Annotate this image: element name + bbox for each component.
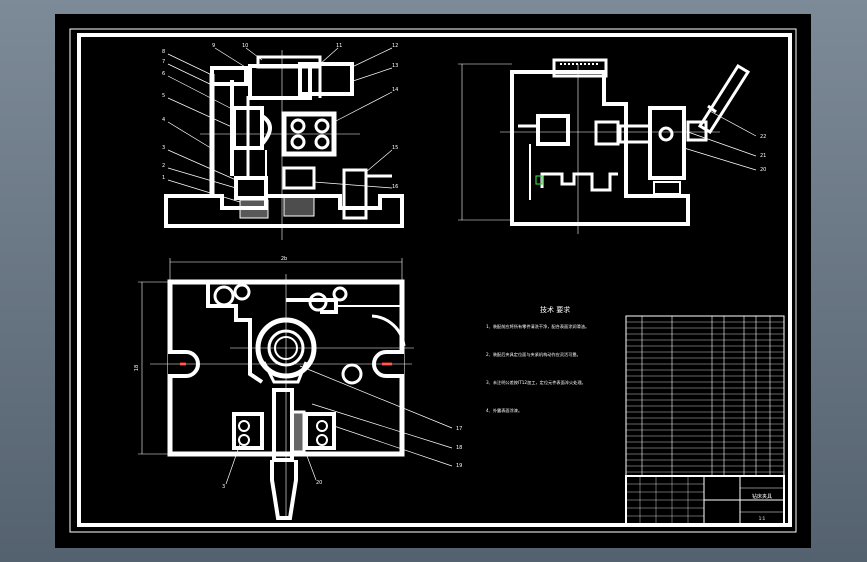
- part-balloon-label: 7: [162, 59, 165, 65]
- title-block: [625, 475, 785, 525]
- part-balloon-label: 1: [162, 175, 165, 181]
- technical-note-line: 4、外露表面涂漆。: [486, 407, 522, 414]
- part-balloon-label: 13: [392, 63, 398, 69]
- part-balloon-label: 20: [316, 480, 322, 486]
- part-balloon-label: 3: [162, 145, 165, 151]
- plan-view-balloons: 17 18 19 3 20: [222, 426, 462, 490]
- inner-frame-border: [77, 33, 792, 527]
- part-balloon-label: 16: [392, 184, 398, 190]
- part-balloon-label: 15: [392, 145, 398, 151]
- part-balloon-label: 11: [336, 43, 342, 49]
- part-balloon-label: 5: [162, 93, 165, 99]
- selection-marker: [535, 175, 543, 185]
- front-view: [164, 47, 404, 240]
- part-balloon-label: 21: [760, 153, 766, 159]
- plan-view: [138, 258, 453, 520]
- side-view: [458, 58, 757, 234]
- part-balloon-label: 10: [242, 43, 248, 49]
- technical-note-line: 1、装配前应将所有零件清洗干净，配合表面涂润滑油。: [486, 323, 589, 330]
- part-balloon-label: 17: [456, 426, 462, 432]
- plan-height-dimension: 18: [134, 365, 140, 371]
- part-balloon-label: 14: [392, 87, 398, 93]
- notes-title: 技术 要求: [540, 305, 570, 314]
- title-block-name: 钻床夹具: [752, 493, 772, 500]
- part-balloon-label: 19: [456, 463, 462, 469]
- part-balloon-label: 8: [162, 49, 165, 55]
- technical-note-line: 2、装配后夹具定位面与夹紧机构动作应灵活可靠。: [486, 351, 581, 358]
- part-balloon-label: 6: [162, 71, 165, 77]
- front-view-balloons: 8 7 6 5 4 3 2 1 9 10 11 12 13 14 15 16: [162, 43, 398, 190]
- title-block-scale: 1:1: [759, 516, 766, 521]
- plan-width-dimension: 2b: [281, 256, 287, 262]
- part-balloon-label: 3: [222, 484, 225, 490]
- technical-note-line: 3、未注明公差按IT12加工，定位元件表面淬火处理。: [486, 379, 586, 386]
- outer-frame-border: [69, 28, 797, 533]
- part-balloon-label: 9: [212, 43, 215, 49]
- part-balloon-label: 20: [760, 167, 766, 173]
- part-balloon-label: 18: [456, 445, 462, 451]
- part-balloon-label: 12: [392, 43, 398, 49]
- part-balloon-label: 4: [162, 117, 165, 123]
- parts-list-table: [625, 315, 785, 477]
- part-balloon-label: 22: [760, 134, 766, 140]
- side-view-balloons: 22 21 20: [760, 134, 766, 173]
- technical-notes: 1、装配前应将所有零件清洗干净，配合表面涂润滑油。 2、装配后夹具定位面与夹紧机构…: [486, 323, 589, 414]
- part-balloon-label: 2: [162, 163, 165, 169]
